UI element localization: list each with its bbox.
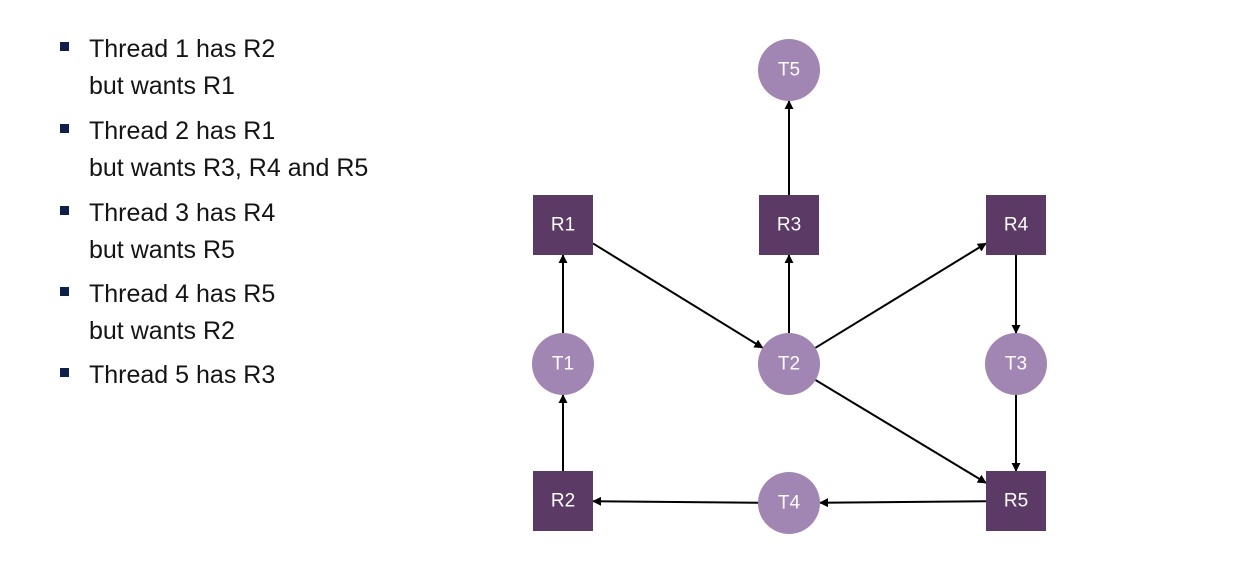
resource-square	[759, 195, 819, 255]
bullet-line: Thread 1 has R2	[89, 35, 276, 63]
resource-node-r4: R4	[986, 195, 1046, 255]
resource-square	[533, 471, 593, 531]
thread-circle	[758, 472, 820, 534]
bullet-line: Thread 4 has R5	[89, 280, 276, 308]
resource-node-r5: R5	[986, 471, 1046, 531]
bullet-square-icon	[60, 287, 69, 296]
edge-r5-to-t4	[819, 498, 987, 508]
thread-node-t3: T3	[985, 333, 1047, 395]
thread-node-t5: T5	[758, 39, 820, 101]
thread-circle	[532, 333, 594, 395]
node-label-r2: R2	[551, 491, 575, 512]
bullet-square-icon	[60, 42, 69, 51]
bullet-line: Thread 3 has R4	[89, 199, 276, 227]
bullet-square-icon	[60, 124, 69, 133]
edge-t4-to-r2	[592, 496, 759, 506]
bullet-list: Thread 1 has R2 but wants R1 Thread 2 ha…	[0, 0, 500, 566]
edge-r1-to-t2	[592, 242, 764, 349]
node-label-t3: T3	[1005, 354, 1027, 375]
node-label-t1: T1	[552, 354, 574, 375]
edge-t2-to-r5	[815, 379, 987, 484]
thread-circle	[758, 333, 820, 395]
edge-layer	[558, 100, 1021, 508]
resource-node-r3: R3	[759, 195, 819, 255]
bullet-square-icon	[60, 368, 69, 377]
bullet-line: Thread 5 has R3	[89, 361, 276, 389]
edge-t2-to-r4	[814, 242, 987, 349]
thread-circle	[985, 333, 1047, 395]
resource-node-r2: R2	[533, 471, 593, 531]
thread-node-t1: T1	[532, 333, 594, 395]
node-label-t4: T4	[778, 493, 801, 514]
thread-node-t4: T4	[758, 472, 820, 534]
node-label-t2: T2	[778, 354, 800, 375]
thread-node-t2: T2	[758, 333, 820, 395]
bullet-line: but wants R3, R4 and R5	[89, 154, 369, 182]
node-label-r5: R5	[1004, 491, 1028, 512]
bullet-line: but wants R2	[89, 317, 235, 345]
resource-node-r1: R1	[533, 195, 593, 255]
resource-square	[986, 471, 1046, 531]
bullet-line: Thread 2 has R1	[89, 117, 276, 145]
node-label-r4: R4	[1004, 215, 1029, 236]
thread-circle	[758, 39, 820, 101]
bullet-line: but wants R1	[89, 72, 235, 100]
node-label-t5: T5	[778, 60, 800, 81]
bullet-line: but wants R5	[89, 236, 235, 264]
node-label-r3: R3	[777, 215, 801, 236]
node-label-r1: R1	[551, 215, 575, 236]
resource-square	[533, 195, 593, 255]
bullet-square-icon	[60, 206, 69, 215]
resource-square	[986, 195, 1046, 255]
